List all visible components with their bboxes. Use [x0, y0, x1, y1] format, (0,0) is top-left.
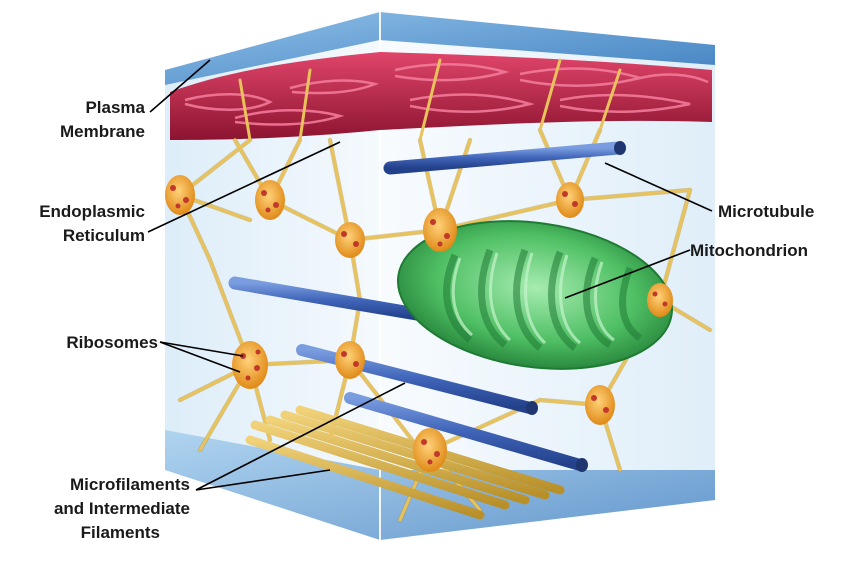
junction — [556, 182, 584, 218]
label-er-line1: Endoplasmic — [39, 202, 145, 221]
junction — [413, 428, 447, 472]
label-microtubule: Microtubule — [718, 202, 814, 221]
junction — [647, 283, 673, 317]
label-microfilaments-line1: Microfilaments — [70, 475, 190, 494]
junction — [423, 208, 457, 252]
junction — [232, 341, 268, 389]
label-plasma-membrane-line2: Membrane — [60, 122, 145, 141]
junction — [585, 385, 615, 425]
label-microfilaments-line2: and Intermediate — [54, 499, 190, 518]
label-plasma-membrane-line1: Plasma — [85, 98, 145, 117]
label-microfilaments-line3: Filaments — [81, 523, 160, 542]
label-er-line2: Reticulum — [63, 226, 145, 245]
junction — [335, 222, 365, 258]
junction — [335, 341, 365, 379]
junction — [165, 175, 195, 215]
junction — [255, 180, 285, 220]
label-ribosomes: Ribosomes — [66, 333, 158, 352]
label-mitochondrion: Mitochondrion — [690, 241, 808, 260]
